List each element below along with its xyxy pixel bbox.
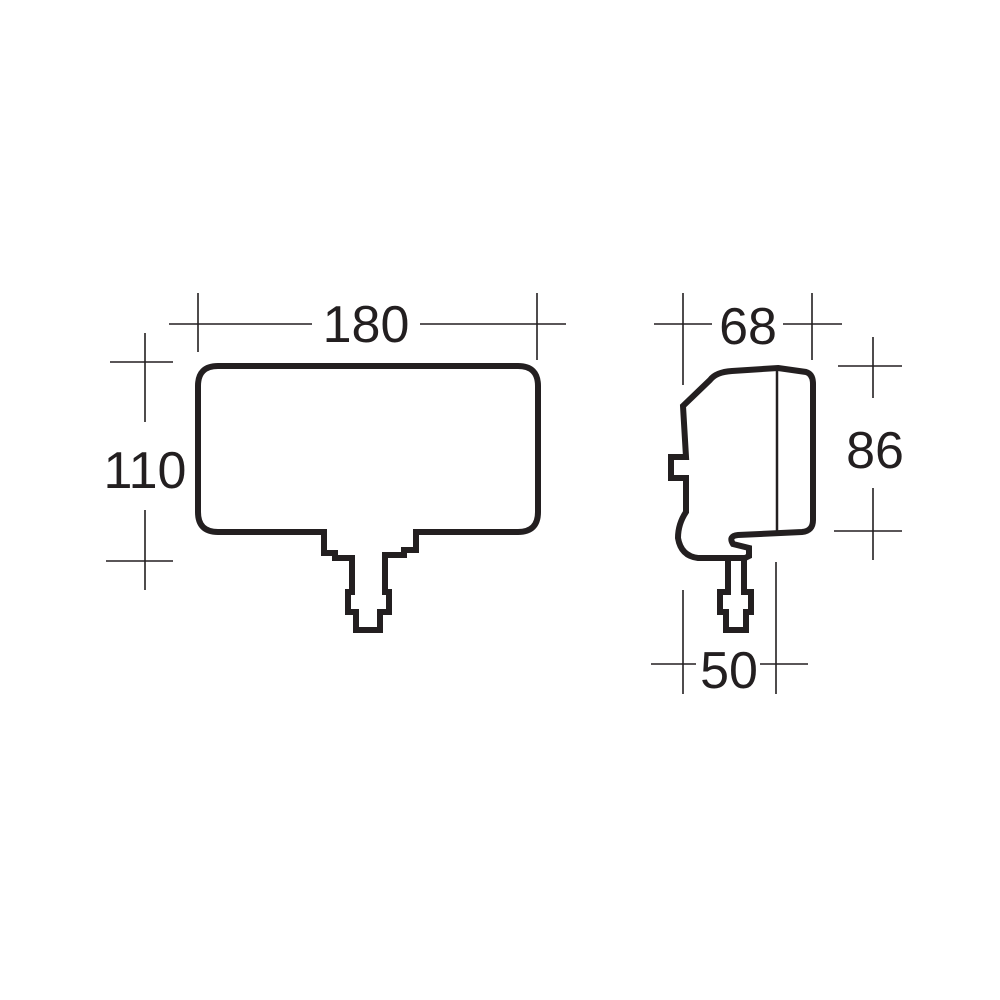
side-view-housing <box>668 364 816 561</box>
side-base-label: 50 <box>700 642 758 700</box>
front-view: 180 110 <box>104 293 566 633</box>
side-view: 68 86 50 <box>651 293 904 700</box>
side-view-mount-stem <box>717 555 754 633</box>
front-view-housing <box>195 363 541 633</box>
side-depth-label: 68 <box>719 298 777 356</box>
front-height-label: 110 <box>104 442 187 500</box>
front-width-label: 180 <box>323 296 410 354</box>
side-height-label: 86 <box>846 422 904 480</box>
